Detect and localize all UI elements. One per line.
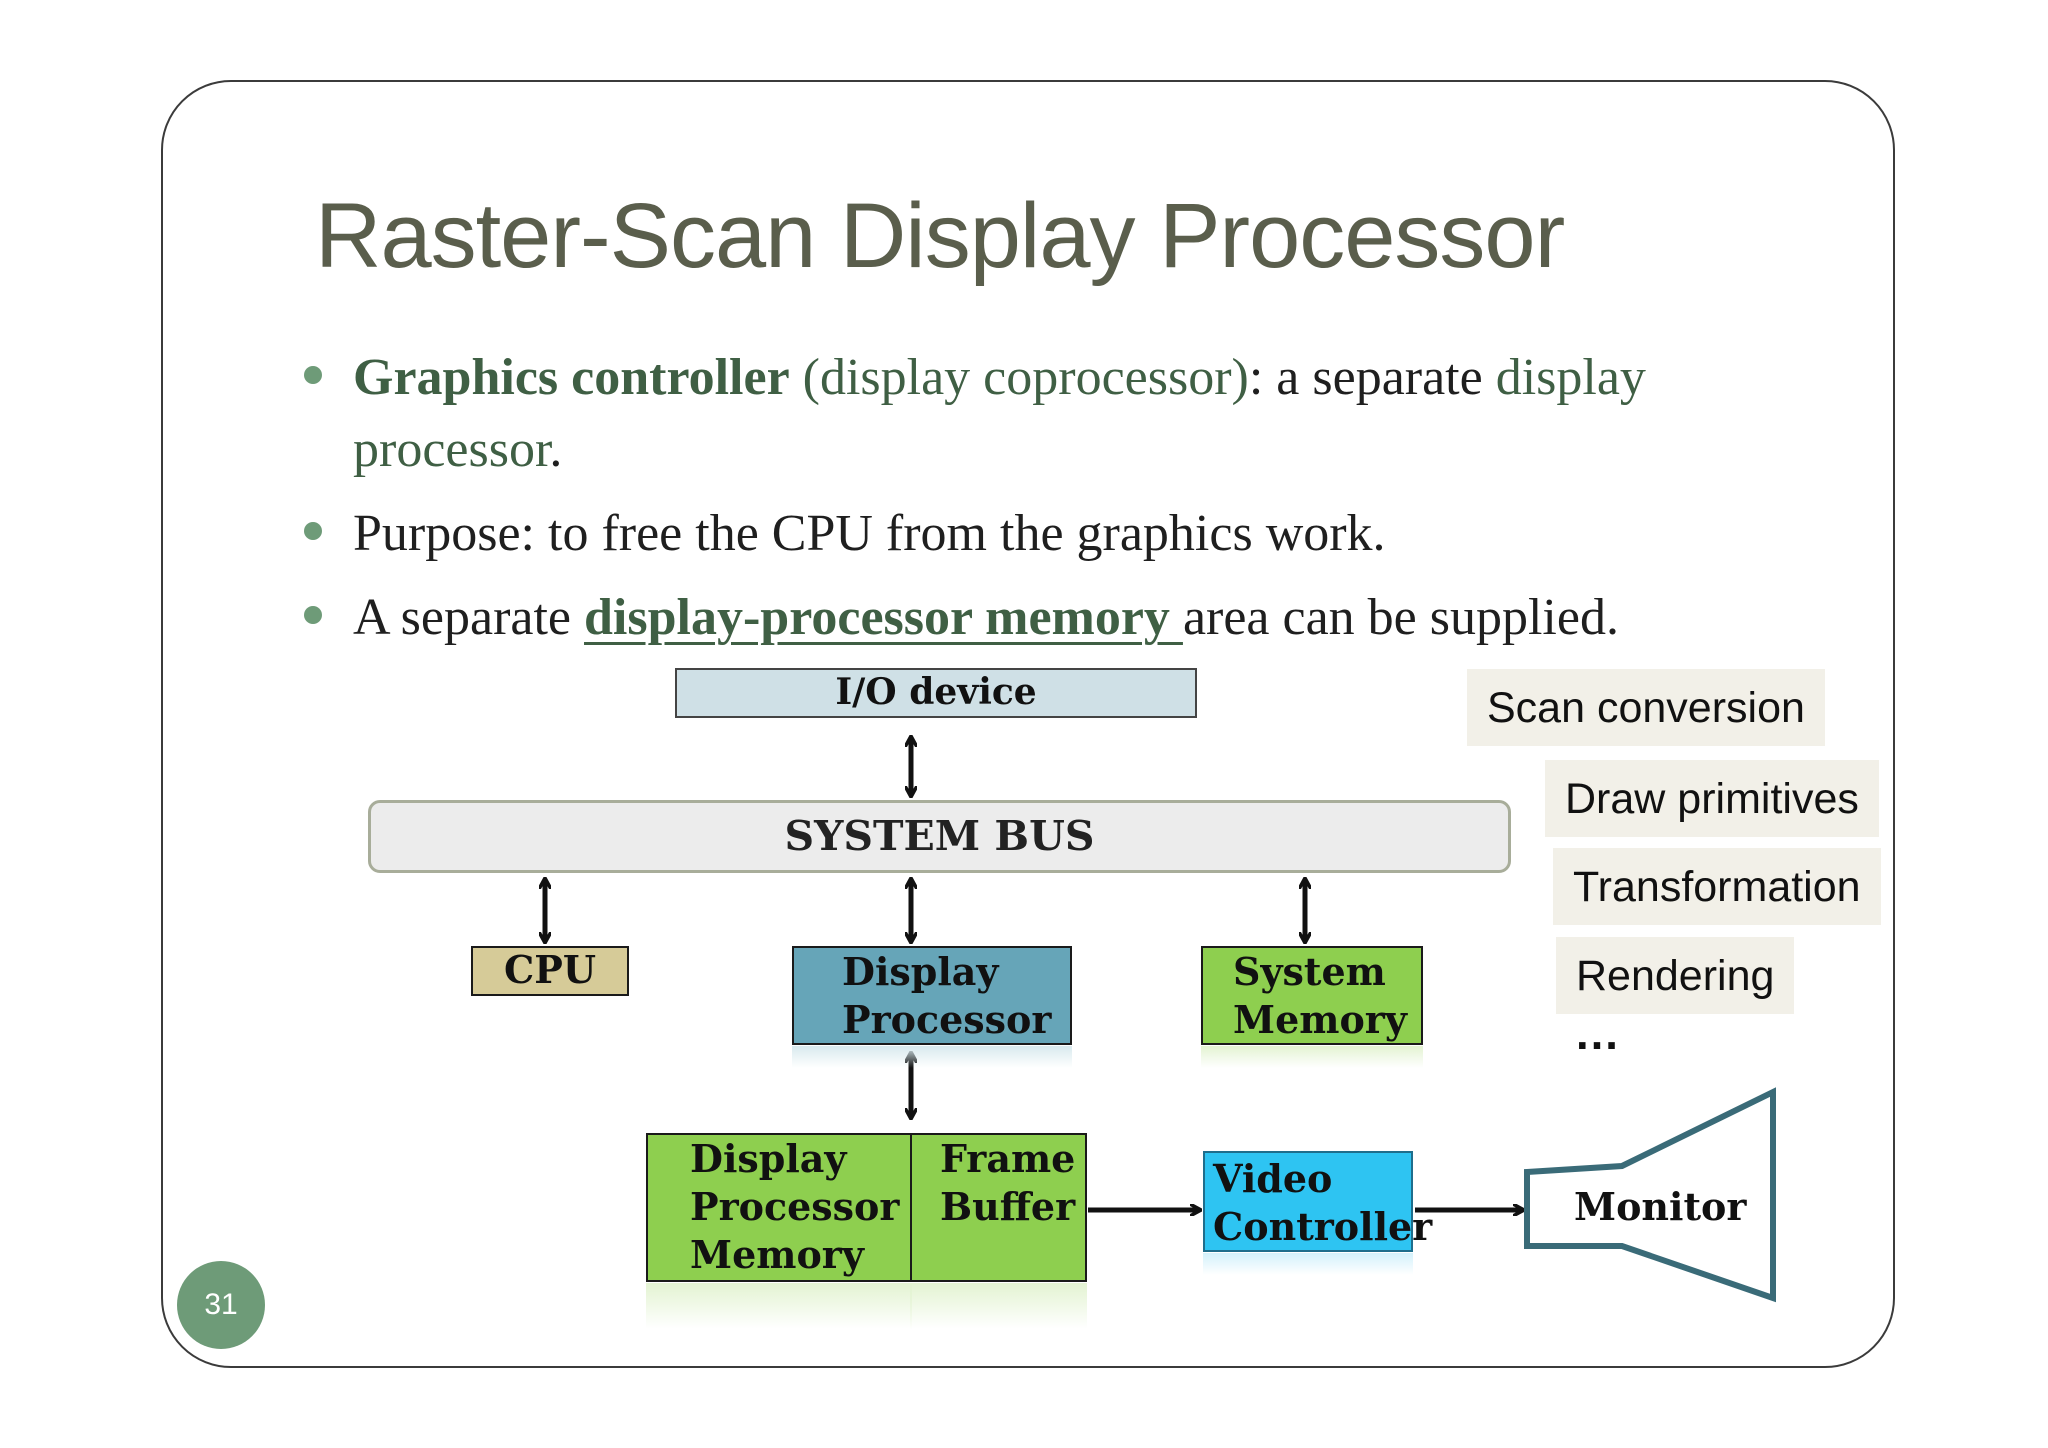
display-processor-line-2: Processor [842, 997, 1052, 1042]
frame-buffer-line-1: Frame [940, 1136, 1076, 1181]
bullet-1-paren: (display coprocessor) [789, 349, 1249, 406]
display-processor-box: Display Processor [792, 946, 1072, 1045]
bullet-dot [300, 522, 340, 562]
monitor-shape [1524, 1087, 1776, 1303]
video-controller-line-2: Controller [1213, 1204, 1433, 1249]
page-number-badge: 31 [177, 1261, 265, 1349]
task-rendering: Rendering [1556, 937, 1795, 1014]
bullet-1-end-2: processor [353, 421, 550, 478]
dp-memory-line-3: Memory [690, 1232, 864, 1277]
io-device-box: I/O device [675, 668, 1197, 718]
slide-title: Raster-Scan Display Processor [315, 185, 1565, 287]
display-processor-memory-link[interactable]: display-processor memory [584, 589, 1183, 646]
bullet-dot [300, 366, 340, 406]
dp-memory-reflection [646, 1283, 912, 1329]
frame-buffer-box: Frame Buffer [910, 1133, 1087, 1282]
system-bus: SYSTEM BUS [368, 800, 1511, 873]
frame-buffer-line-2: Buffer [940, 1184, 1076, 1229]
bullet-3-post: area can be supplied. [1182, 589, 1619, 646]
video-controller-reflection [1203, 1253, 1413, 1275]
cpu-box: CPU [471, 946, 629, 996]
monitor-label: Monitor [1574, 1184, 1747, 1229]
task-draw-primitives: Draw primitives [1545, 760, 1879, 837]
video-controller-line-1: Video [1213, 1156, 1333, 1201]
bullet-1-period: . [549, 421, 563, 478]
system-memory-line-1: System [1233, 949, 1386, 994]
system-bus-label: SYSTEM BUS [784, 812, 1095, 860]
bullet-dot [300, 606, 340, 646]
bullet-1-line-2: processor. [353, 414, 562, 486]
system-memory-box: System Memory [1201, 946, 1423, 1045]
bullet-3-line: A separate display-processor memory area… [353, 582, 1619, 654]
bullet-1-line-1: Graphics controller (display coprocessor… [353, 342, 1646, 414]
bullet-3-pre: A separate [353, 589, 585, 646]
dp-memory-line-2: Processor [690, 1184, 900, 1229]
display-processor-reflection [792, 1046, 1072, 1068]
bullet-1-mid: : a separate [1248, 349, 1496, 406]
system-memory-line-2: Memory [1233, 997, 1407, 1042]
display-processor-line-1: Display [842, 949, 999, 994]
task-ellipsis: … [1574, 1007, 1620, 1059]
io-device-label: I/O device [835, 671, 1037, 713]
display-processor-memory-box: Display Processor Memory [646, 1133, 912, 1282]
system-memory-reflection [1201, 1046, 1423, 1068]
frame-buffer-reflection [910, 1283, 1087, 1329]
bullet-1-end: display [1495, 349, 1646, 406]
task-scan-conversion: Scan conversion [1467, 669, 1825, 746]
bullet-2-text: Purpose: to free the CPU from the graphi… [353, 505, 1386, 562]
dp-memory-line-1: Display [690, 1136, 847, 1181]
task-transformation: Transformation [1553, 848, 1881, 925]
bullet-1-term: Graphics controller [353, 349, 790, 406]
video-controller-box: Video Controller [1203, 1151, 1433, 1252]
cpu-label: CPU [504, 947, 596, 992]
